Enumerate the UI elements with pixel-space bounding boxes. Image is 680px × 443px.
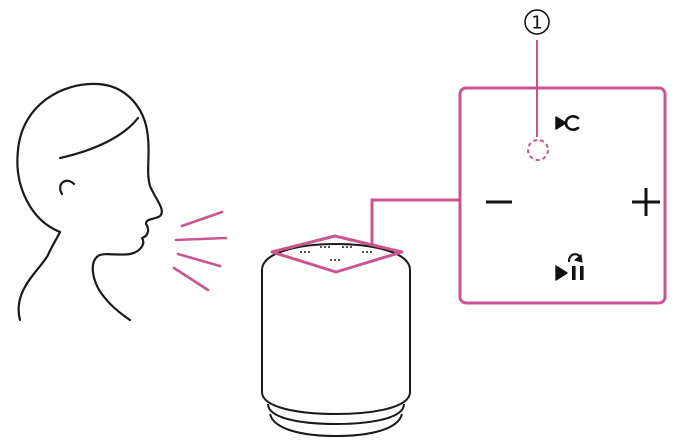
speaker-top-buttons xyxy=(300,247,372,260)
connector-line xyxy=(372,200,460,244)
control-panel xyxy=(460,88,665,303)
callout-number: 1 xyxy=(531,13,542,34)
sound-waves xyxy=(174,212,226,290)
speaker xyxy=(262,236,410,436)
person-head xyxy=(17,84,161,320)
